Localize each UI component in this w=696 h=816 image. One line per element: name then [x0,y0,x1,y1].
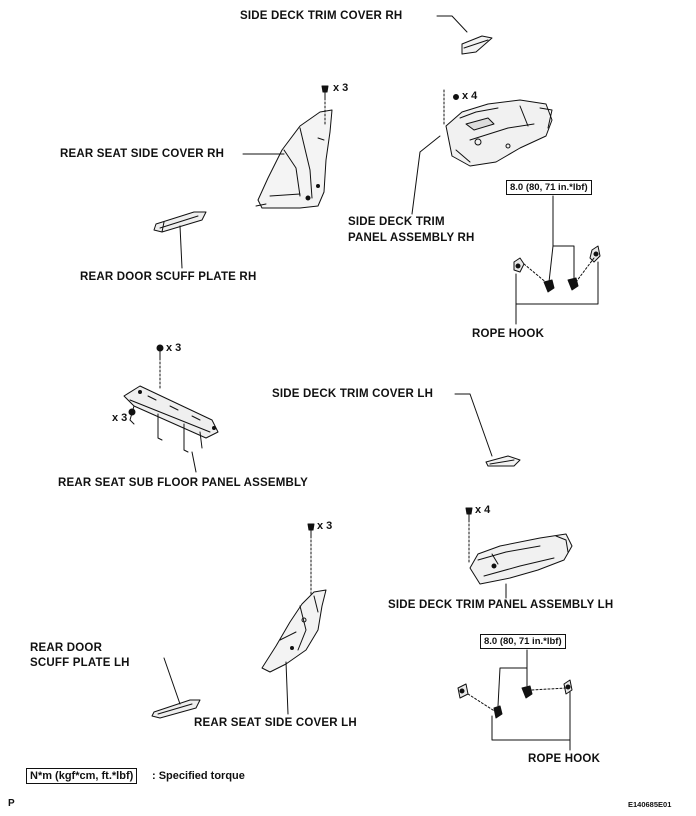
torque-box-rope-hook-lh: 8.0 (80, 71 in.*lbf) [480,634,566,649]
rope-hook-rh-bracket [515,261,599,305]
leader-rear-door-scuff-plate-rh [179,225,183,269]
rear-seat-side-cover-rh-part [255,109,333,209]
sub-floor-panel-part [123,385,219,453]
qty-rear-seat-side-cover-lh-screws: x 3 [317,520,333,532]
leader-sub-floor-panel [191,451,197,473]
clip-side-deck-trim-panel-rh [453,94,459,100]
side-deck-trim-panel-lh-part [469,533,573,585]
leader-rear-door-scuff-plate-lh [163,657,181,705]
clip-side-deck-trim-panel-lh [465,507,473,521]
torque-leader-rh-2 [552,245,575,281]
label-side-deck-trim-panel-rh-line1: SIDE DECK TRIM [348,216,445,228]
qty-side-deck-trim-panel-rh-clips: x 4 [462,90,478,102]
qty-rear-seat-side-cover-rh-screws: x 3 [333,82,349,94]
qty-sub-floor-top-bolts: x 3 [166,342,182,354]
label-side-deck-trim-cover-rh: SIDE DECK TRIM COVER RH [240,10,403,22]
screw-rear-seat-side-cover-lh [307,523,315,537]
bolt-sub-floor-side [128,408,136,416]
leader-side-deck-trim-cover-lh [454,393,493,457]
label-rope-hook-rh: ROPE HOOK [472,328,545,340]
rope-hook-lh-bracket [491,691,571,741]
qty-sub-floor-side-bolts: x 3 [112,412,128,424]
leader-side-deck-trim-cover-rh [436,15,468,33]
side-deck-trim-cover-rh-part [461,35,493,55]
torque-leader-rh-1 [548,195,554,283]
legend-torque-text: : Specified torque [152,770,245,782]
legend-torque-box: N*m (kgf*cm, ft.*lbf) [26,768,138,784]
footer-figure-id: E140685E01 [628,800,672,809]
footer-left-marker: P [8,798,15,809]
rope-hook-lh-parts [457,679,573,719]
leader-rear-seat-side-cover-lh [285,661,289,715]
label-rear-door-scuff-plate-lh-line2: SCUFF PLATE LH [30,657,130,669]
rear-door-scuff-plate-rh-part [153,211,207,233]
rope-hook-rh-parts [513,245,601,293]
screw-rear-seat-side-cover-rh [321,85,329,99]
side-deck-trim-panel-rh-part [445,99,553,167]
side-deck-trim-cover-lh-part [485,455,521,467]
label-rear-door-scuff-plate-lh-line1: REAR DOOR [30,642,103,654]
bolt-sub-floor-top [156,344,164,359]
label-rear-seat-sub-floor-panel: REAR SEAT SUB FLOOR PANEL ASSEMBLY [58,477,309,489]
label-rear-seat-side-cover-lh: REAR SEAT SIDE COVER LH [194,717,357,729]
qty-side-deck-trim-panel-lh-clips: x 4 [475,504,491,516]
label-side-deck-trim-cover-lh: SIDE DECK TRIM COVER LH [272,388,434,400]
label-side-deck-trim-panel-lh: SIDE DECK TRIM PANEL ASSEMBLY LH [388,599,614,611]
rear-seat-side-cover-lh-part [261,589,327,673]
label-rope-hook-lh: ROPE HOOK [528,753,601,765]
label-rear-seat-side-cover-rh: REAR SEAT SIDE COVER RH [60,148,225,160]
label-rear-door-scuff-plate-rh: REAR DOOR SCUFF PLATE RH [80,271,257,283]
leader-side-deck-trim-panel-rh [411,135,441,215]
torque-leader-lh-2 [497,667,528,707]
rear-door-scuff-plate-lh-part [151,699,201,719]
label-side-deck-trim-panel-rh-line2: PANEL ASSEMBLY RH [348,232,475,244]
torque-box-rope-hook-rh: 8.0 (80, 71 in.*lbf) [506,180,592,195]
